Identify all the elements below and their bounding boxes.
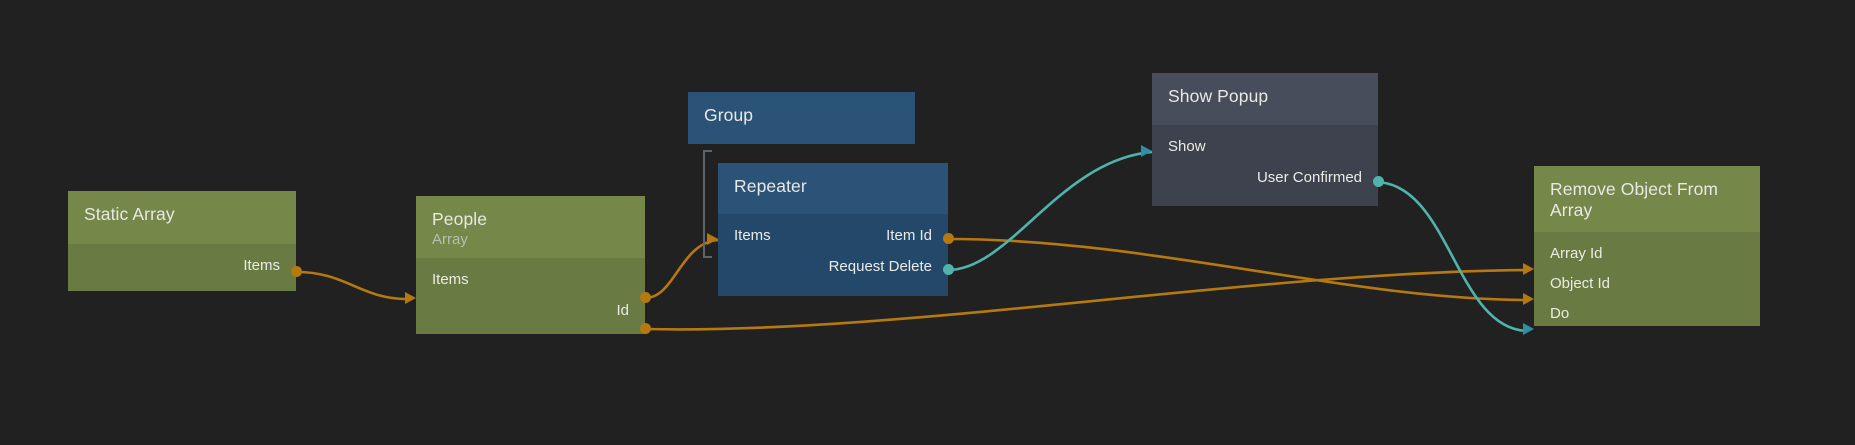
port-label-people-items: Items (432, 271, 469, 288)
node-show-popup[interactable]: Show Popup Show User Confirmed (1141, 73, 1384, 206)
wire-static-array-items-to-people-items (296, 270, 406, 301)
node-people[interactable]: People Array Items Id (405, 196, 651, 334)
port-arrow-remove-objectid[interactable] (1523, 293, 1534, 305)
port-dot-static-array-items[interactable] (290, 266, 302, 277)
port-arrow-remove-arrayid[interactable] (1523, 263, 1534, 275)
node-show-popup-header: Show Popup (1152, 73, 1378, 125)
wire-repeater-requestdelete-to-showpopup-show (947, 150, 1153, 272)
node-repeater-title: Repeater (734, 176, 807, 196)
node-static-array-header: Static Array (68, 191, 296, 244)
wire-showpopup-userconfirmed-to-remove-do (1374, 180, 1529, 333)
port-label-repeater-requestdelete: Request Delete (828, 258, 932, 275)
port-arrow-people-items[interactable] (405, 292, 416, 304)
node-group-header: Group (688, 92, 915, 144)
port-arrow-show-popup-show[interactable] (1141, 145, 1152, 157)
port-dot-repeater-itemid[interactable] (942, 233, 954, 244)
node-remove-object-from-array[interactable]: Remove Object From Array Array Id Object… (1523, 166, 1760, 335)
port-row-static-array-items[interactable]: Items (68, 253, 296, 278)
node-static-array-title: Static Array (84, 204, 175, 224)
port-label-remove-do: Do (1550, 305, 1570, 322)
node-group-title: Group (704, 105, 754, 125)
port-label-repeater-items: Items (734, 227, 771, 244)
port-row-repeater-items[interactable]: Items (718, 223, 948, 248)
port-label-remove-arrayid: Array Id (1550, 245, 1603, 262)
wire-repeater-itemid-to-remove-objectid (947, 237, 1529, 302)
node-people-subtitle: Array (432, 230, 468, 248)
node-show-popup-title: Show Popup (1168, 86, 1269, 106)
node-show-popup-body: Show User Confirmed (1152, 125, 1378, 206)
port-row-remove-objectid[interactable]: Object Id (1534, 271, 1760, 296)
node-people-header: People Array (416, 196, 645, 258)
port-label-people-id: Id (616, 302, 629, 319)
port-label-remove-objectid: Object Id (1550, 275, 1611, 292)
port-dot-repeater-requestdelete[interactable] (942, 264, 954, 275)
node-remove-object-from-array-body: Array Id Object Id Do (1534, 232, 1760, 326)
port-arrow-remove-do[interactable] (1523, 323, 1534, 335)
port-label-static-array-items: Items (243, 257, 280, 274)
node-remove-object-from-array-header: Remove Object From Array (1534, 166, 1760, 232)
port-row-show-popup-show[interactable]: Show (1152, 134, 1378, 159)
node-static-array[interactable]: Static Array Items (68, 191, 302, 291)
node-repeater-body: Items Item Id Request Delete (718, 214, 948, 296)
port-dot-people-id[interactable] (639, 323, 651, 334)
port-dot-people-items-out[interactable] (639, 292, 651, 303)
port-label-repeater-itemid: Item Id (886, 227, 932, 244)
port-arrow-repeater-items[interactable] (707, 233, 718, 245)
node-remove-object-from-array-title: Remove Object From Array (1550, 179, 1719, 220)
port-row-show-popup-userconfirmed[interactable]: User Confirmed (1152, 165, 1378, 190)
port-row-people-items[interactable]: Items (416, 267, 645, 292)
port-label-show-popup-show: Show (1168, 138, 1206, 155)
node-people-title: People (432, 209, 488, 229)
node-repeater-header: Repeater (718, 163, 948, 214)
port-label-show-popup-userconfirmed: User Confirmed (1256, 169, 1362, 186)
port-dot-show-popup-userconfirmed[interactable] (1372, 176, 1384, 187)
node-static-array-body: Items (68, 244, 296, 291)
port-row-remove-do[interactable]: Do (1534, 301, 1760, 326)
port-row-remove-arrayid[interactable]: Array Id (1534, 241, 1760, 266)
port-row-repeater-itemid[interactable]: Item Id (718, 223, 948, 248)
node-group[interactable]: Group (688, 92, 915, 144)
node-people-body: Items Id (416, 258, 645, 334)
node-repeater[interactable]: Repeater Items Item Id Request Delete (707, 163, 954, 296)
port-row-people-id[interactable]: Id (416, 298, 645, 323)
port-row-repeater-requestdelete[interactable]: Request Delete (718, 254, 948, 279)
